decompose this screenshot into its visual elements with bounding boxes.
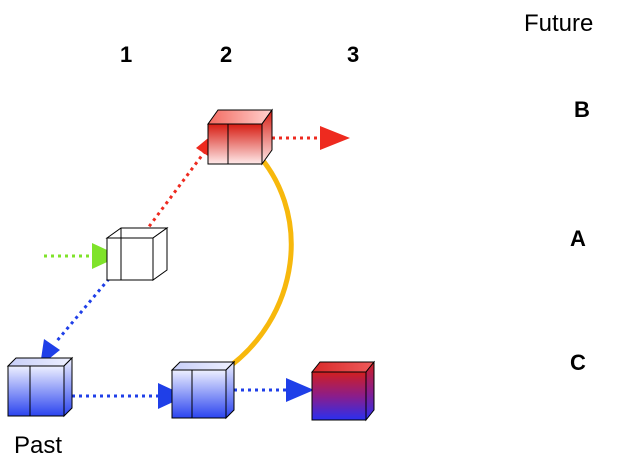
column-label-1: 1 (120, 42, 133, 67)
orange-curved-arrow (219, 143, 294, 375)
cube-2B (207, 108, 273, 166)
cube-1A (105, 227, 169, 281)
column-label-3: 3 (347, 42, 360, 67)
row-label-A: A (570, 226, 586, 251)
row-label-B: B (574, 97, 590, 122)
row-label-C: C (570, 350, 586, 375)
future-label: Future (524, 10, 594, 37)
red-arrowhead-right (320, 126, 350, 150)
blue-arrowhead-into-3C (286, 378, 314, 402)
cube-2C (170, 360, 236, 420)
green-arrowhead (92, 243, 120, 269)
cube-past (6, 356, 74, 418)
column-label-2: 2 (220, 42, 233, 67)
cube-3C (310, 360, 376, 422)
past-label: Past (14, 432, 63, 459)
red-dotted-line-1A-2B (143, 149, 208, 233)
